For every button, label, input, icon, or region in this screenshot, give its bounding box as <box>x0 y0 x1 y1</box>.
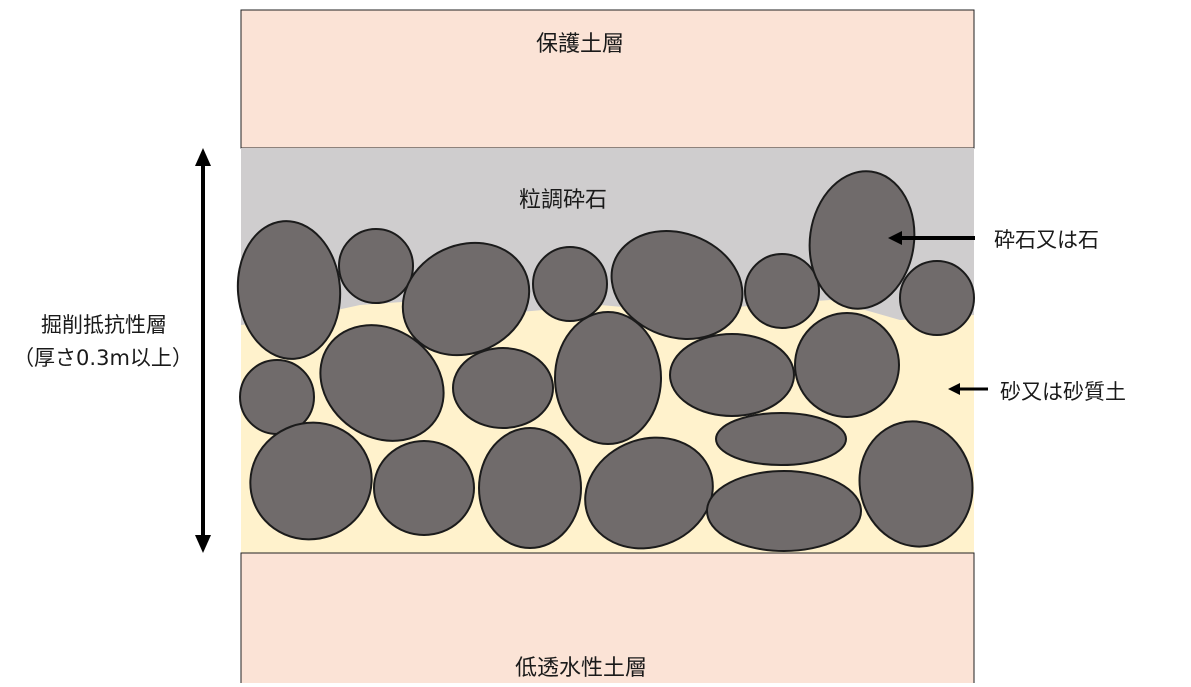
stone <box>532 246 608 322</box>
stone <box>554 311 662 445</box>
crushed-stone-callout <box>888 231 975 245</box>
stone <box>794 312 900 418</box>
stone <box>744 253 820 329</box>
stone <box>319 324 445 442</box>
low-permeability-soil-layer <box>240 552 975 687</box>
stone <box>452 347 554 429</box>
stone <box>715 412 847 466</box>
resistance-layer-thickness: （厚さ0.3m以上） <box>13 346 193 370</box>
stone <box>899 260 975 336</box>
graded-stone-label: 粒調砕石 <box>519 188 607 213</box>
stone <box>808 170 916 310</box>
stones-group <box>236 170 975 552</box>
stone <box>373 440 475 536</box>
stone <box>236 220 342 360</box>
stone <box>249 421 373 541</box>
stone <box>401 241 531 357</box>
protective-soil-layer <box>240 9 975 149</box>
sand-annotation: 砂又は砂質土 <box>1000 380 1126 404</box>
sand-callout <box>948 383 988 395</box>
stone <box>669 333 795 417</box>
low-permeability-soil-label: 低透水性土層 <box>515 656 647 681</box>
stone <box>584 436 714 550</box>
stone <box>478 427 582 549</box>
crushed-stone-annotation: 砕石又は石 <box>994 228 1099 252</box>
resistance-layer-label: 掘削抵抗性層 <box>41 313 167 337</box>
thickness-double-arrow <box>195 148 211 553</box>
stone <box>610 230 744 340</box>
stone <box>706 470 862 552</box>
stone <box>338 228 414 304</box>
stone <box>858 420 974 548</box>
protective-soil-label: 保護土層 <box>536 32 624 57</box>
